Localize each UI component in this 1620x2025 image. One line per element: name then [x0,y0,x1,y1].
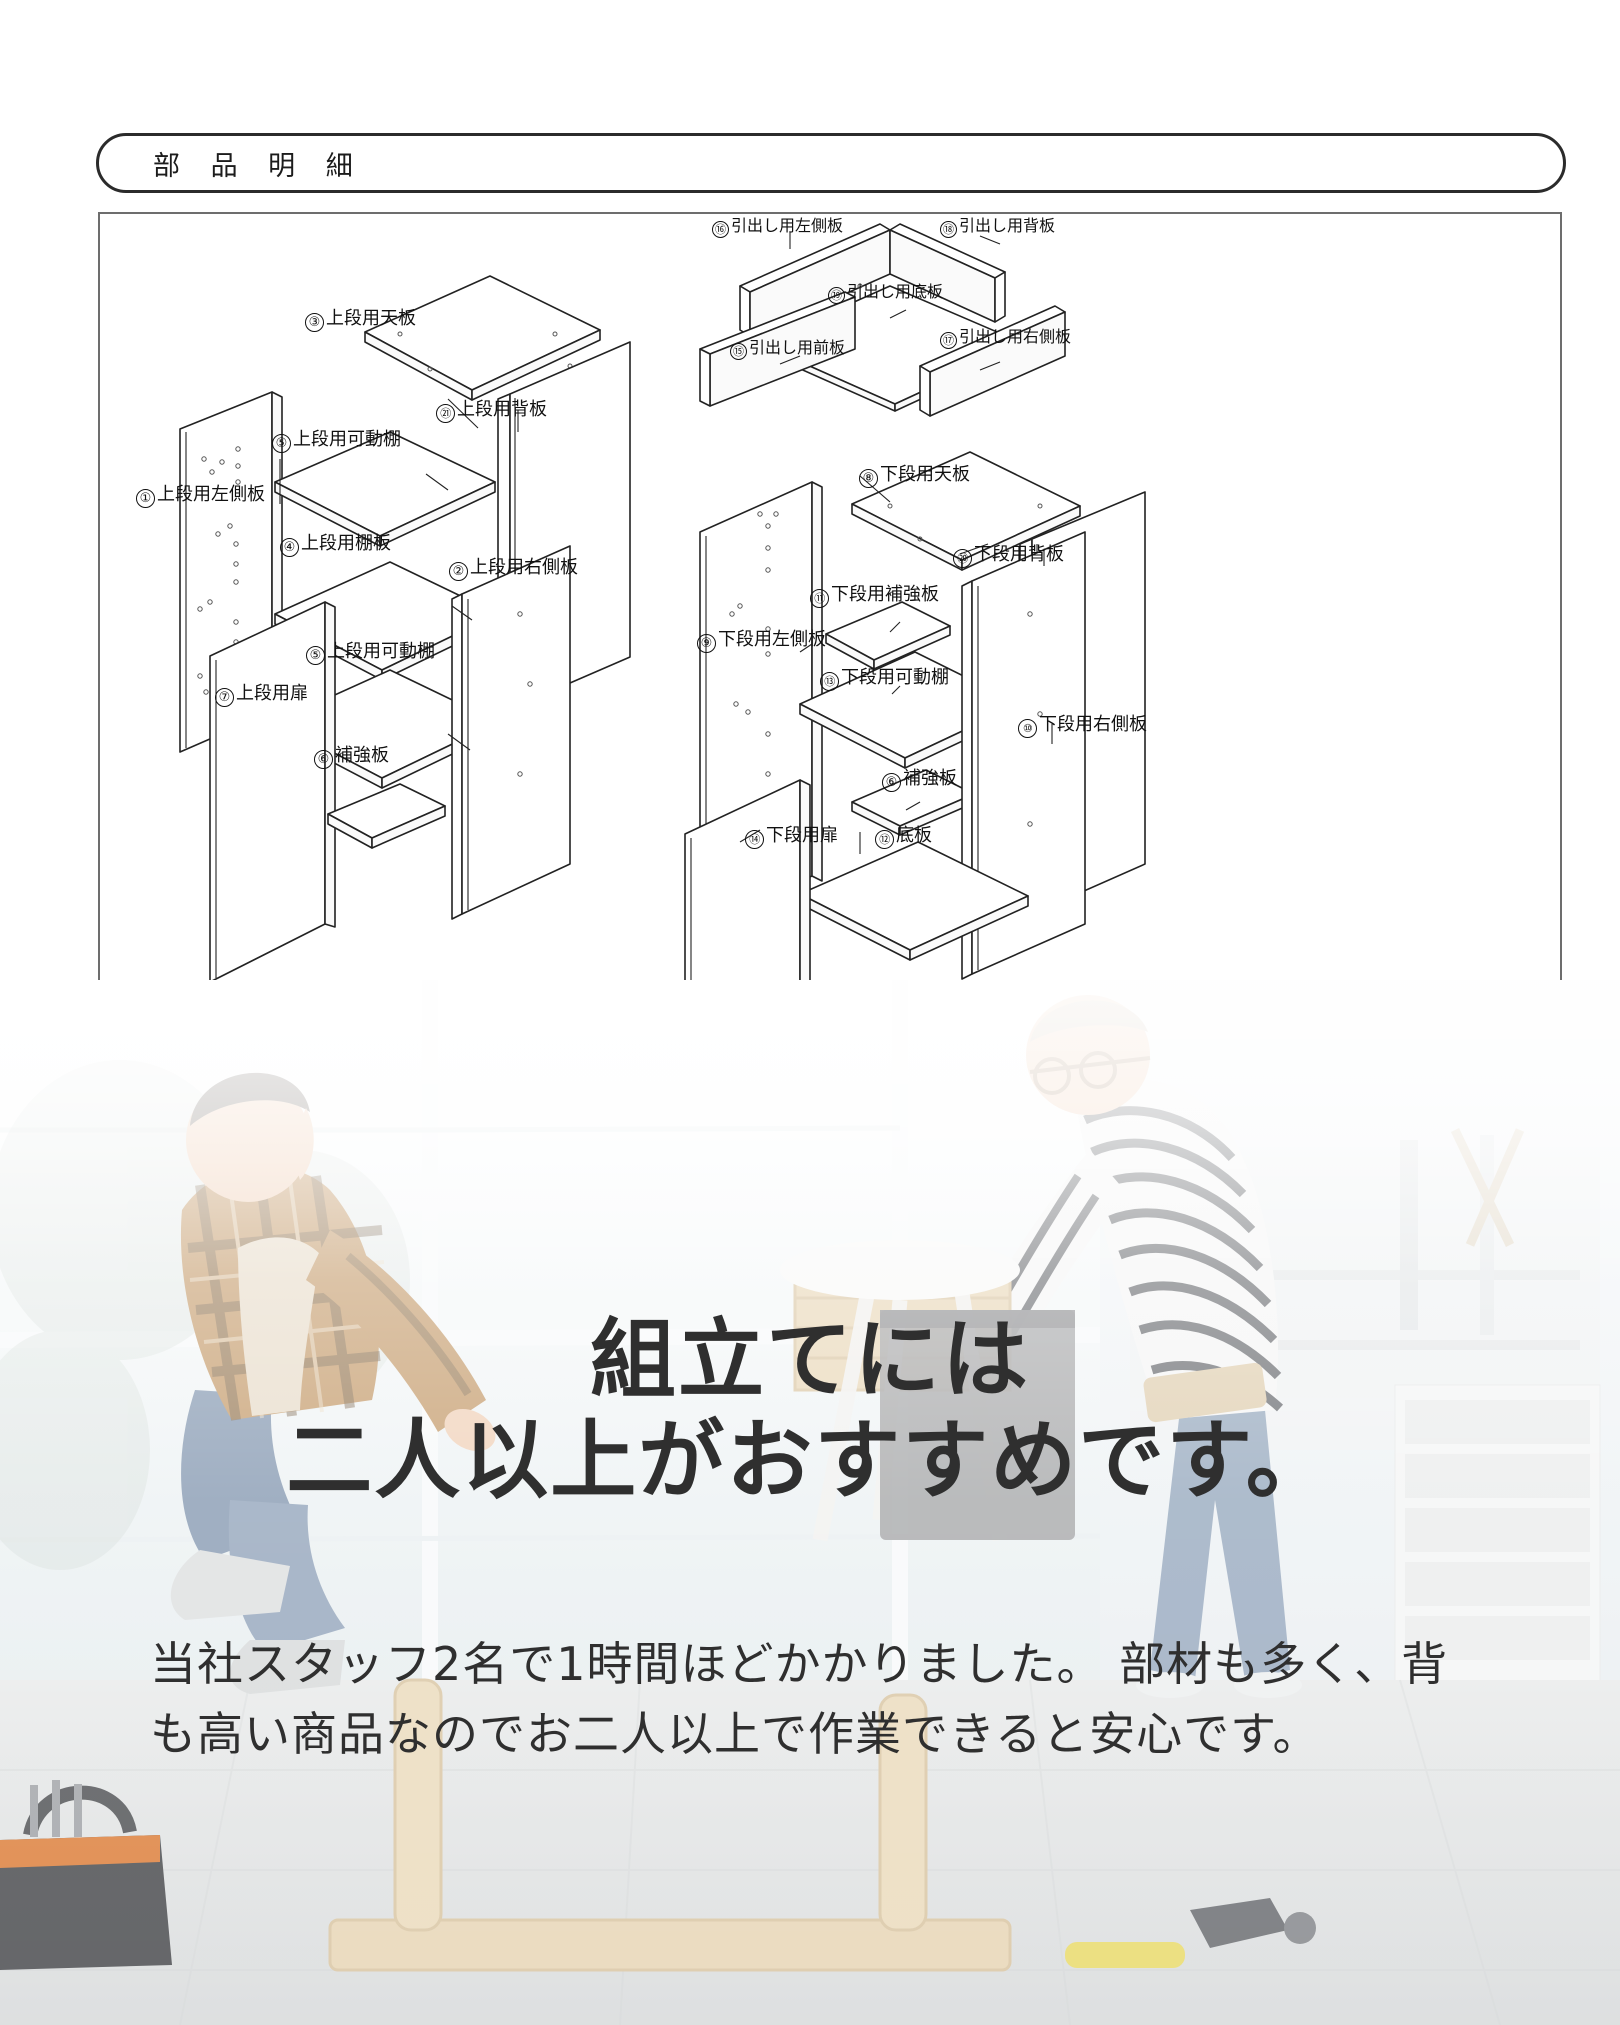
part-marker-13: ⑬ [820,672,839,691]
part-marker-1: ① [136,489,155,508]
part-12-bottom-board [799,841,1029,961]
part-marker-12: ⑫ [875,830,894,849]
part-marker-7: ⑦ [215,688,234,707]
part-text-6b: 補強板 [903,768,957,789]
part-5a-adjustable-shelf [274,431,496,547]
part-marker-6a: ⑥ [314,750,333,769]
part-18-drawer-back [889,223,1006,323]
part-text-9: 下段用左側板 [718,629,826,650]
part-marker-16: ⑯ [712,221,729,238]
part-marker-14: ⑭ [745,830,764,849]
part-6a-reinforcement-board [327,783,446,849]
part-text-13: 下段用可動棚 [841,667,949,688]
part-text-5b: 上段用可動棚 [327,641,435,662]
part-marker-15: ⑮ [730,343,747,360]
part-3-top-board [364,275,601,401]
part-text-17: 引出し用右側板 [959,327,1072,346]
part-marker-10: ⑩ [1018,719,1037,738]
part-marker-21: ㉑ [436,404,455,423]
part-text-5a: 上段用可動棚 [293,429,401,450]
hero-headline-line1: 組立てには [590,1310,1030,1410]
part-text-12: 底板 [896,825,932,846]
part-marker-19: ⑲ [828,287,845,304]
part-text-16: 引出し用左側板 [731,216,844,235]
part-text-20: 下段用背板 [974,544,1064,565]
part-marker-17: ⑰ [940,332,957,349]
part-text-2: 上段用右側板 [470,557,578,578]
part-11-lower-reinforcement-board [825,601,951,670]
hero-headline-line2: 二人以上がおすすめです。 [286,1411,1334,1512]
hero-headline: 組立てには 二人以上がおすすめです。 [0,1310,1620,1513]
part-text-11: 下段用補強板 [831,584,939,605]
part-text-6a: 補強板 [335,745,389,766]
part-marker-8: ⑧ [859,469,878,488]
exploded-diagram-illustration: .e { fill:#ffffff; stroke:#222; stroke-w… [179,223,1146,1177]
part-marker-11: ⑪ [810,589,829,608]
parts-diagram-frame: .e { fill:#ffffff; stroke:#222; stroke-w… [98,212,1562,1270]
part-text-3: 上段用天板 [326,308,416,329]
part-15-drawer-front [699,291,856,407]
part-marker-4: ④ [280,538,299,557]
part-text-4: 上段用棚板 [301,533,391,554]
hero-body-text: 当社スタッフ2名で1時間ほどかかりました。 部材も多く、背も高い商品なのでお二人… [150,1637,1449,1761]
page-title: 部 品 明 細 [153,150,364,182]
part-marker-5a: ⑤ [272,434,291,453]
part-marker-3: ③ [305,313,324,332]
section-title-pill: 部 品 明 細 [96,133,1566,193]
part-text-14: 下段用扉 [766,825,838,846]
part-17-drawer-right-side [919,305,1066,417]
part-text-18: 引出し用背板 [959,216,1056,235]
part-marker-6b: ⑥ [882,773,901,792]
part-text-8: 下段用天板 [880,464,970,485]
part-text-21: 上段用背板 [457,399,547,420]
part-text-1: 上段用左側板 [157,484,265,505]
part-7-upper-door [209,601,336,983]
part-8-lower-top-board [851,451,1081,571]
part-text-15: 引出し用前板 [749,338,846,357]
part-marker-9: ⑨ [697,634,716,653]
part-marker-2: ② [449,562,468,581]
part-2-right-side-panel [451,545,571,920]
part-text-7: 上段用扉 [236,683,308,704]
part-marker-20: ⑳ [953,549,972,568]
part-marker-5b: ⑤ [306,646,325,665]
part-marker-18: ⑱ [940,221,957,238]
part-text-19: 引出し用底板 [847,282,944,301]
part-text-10: 下段用右側板 [1039,714,1147,735]
